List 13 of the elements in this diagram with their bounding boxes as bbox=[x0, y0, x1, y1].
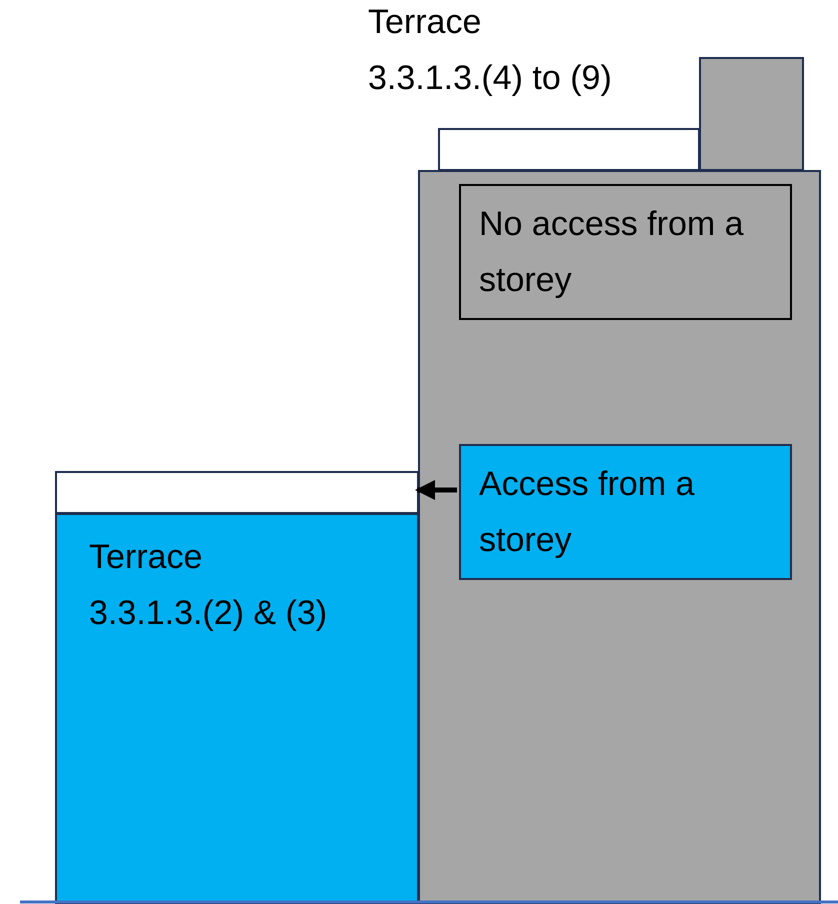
roof-terrace bbox=[55, 471, 419, 514]
arrow bbox=[415, 480, 457, 500]
terrace-label: Terrace bbox=[89, 537, 204, 578]
rooftop-structure bbox=[699, 57, 804, 171]
access-label: No access from a storey bbox=[479, 204, 745, 301]
access-label: Access from a storey bbox=[479, 464, 696, 561]
note-box bbox=[459, 184, 792, 320]
note-box bbox=[459, 444, 792, 580]
low-building bbox=[55, 513, 419, 904]
tall-building bbox=[418, 170, 821, 904]
terrace-label: 3.3.1.3.(4) to (9) bbox=[368, 58, 612, 99]
terrace-label: 3.3.1.3.(2) & (3) bbox=[89, 593, 328, 634]
terrace-label: Terrace bbox=[368, 2, 482, 43]
